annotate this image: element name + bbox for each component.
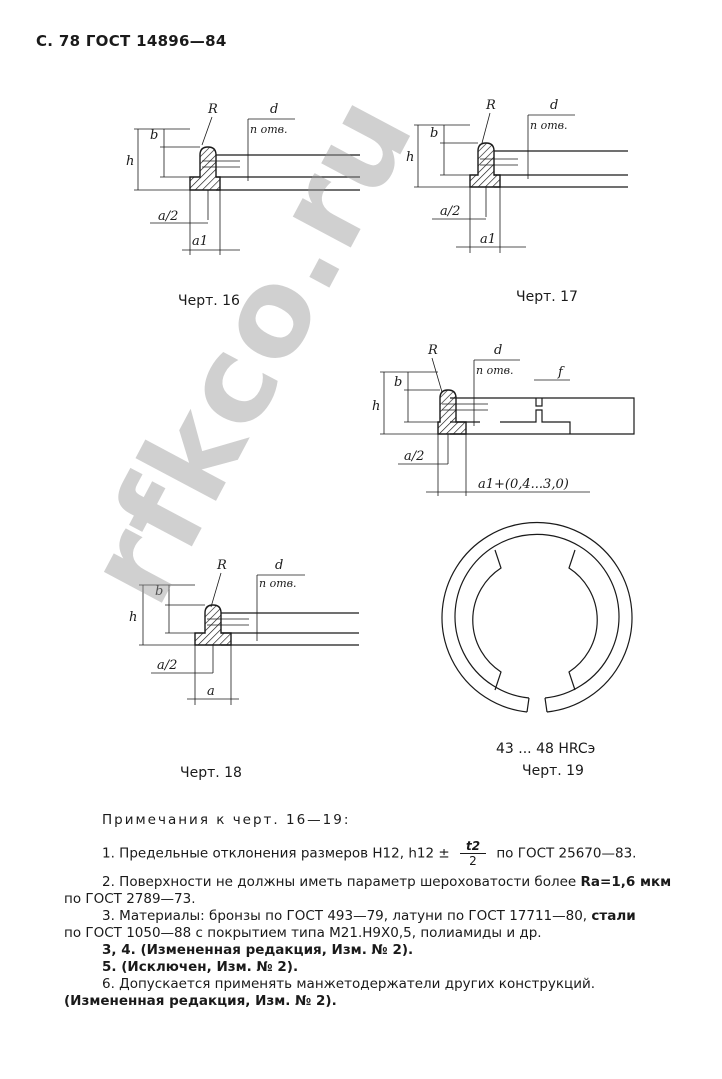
note-1-suffix: по ГОСТ 25670—83. (496, 845, 637, 862)
notes-block: Примечания к черт. 16—19: 1. Предельные … (64, 812, 704, 1010)
fig16-label-notv: n omв. (250, 123, 288, 136)
fig16-caption: Черт. 16 (178, 293, 240, 309)
fig17-label-notv: n omв. (530, 119, 568, 132)
notes-title: Примечания к черт. 16—19: (102, 812, 351, 828)
fig19-caption: Черт. 19 (522, 763, 584, 779)
fig18-label-notv: n omв. (476, 364, 514, 377)
note-1-text: 1. Предельные отклонения размеров H12, h… (102, 845, 450, 862)
figure-18: R d n omв. f h b a/2 a1+(0,4...3,0) (372, 343, 635, 496)
fig18-label-f: f (557, 365, 565, 380)
fig17-label-d: d (550, 98, 558, 113)
fig18b-label-d: d (275, 558, 283, 573)
fig18b-label-a-half: a/2 (157, 658, 177, 673)
figure-16: R d n omв. h b a/2 a1 (126, 102, 360, 255)
fig16-label-b: b (150, 128, 158, 143)
figure-19-ring (441, 521, 633, 713)
figure-18-section: R d n omв. h b a/2 a (129, 558, 359, 705)
fig18b-label-R: R (216, 558, 227, 573)
note-3: 3. Материалы: бронзы по ГОСТ 493—79, лат… (64, 908, 704, 925)
fig16-label-h: h (126, 154, 134, 169)
note-1: 1. Предельные отклонения размеров H12, h… (64, 839, 704, 868)
fig19-hardness: 43 ... 48 HRCэ (496, 741, 596, 757)
fig17-caption: Черт. 17 (516, 289, 578, 305)
figure-17: R d n omв. h b a/2 a1 (406, 98, 628, 253)
fig16-label-a-half: a/2 (158, 209, 178, 224)
note-7: (Измененная редакция, Изм. № 2). (64, 993, 337, 1009)
fig18b-label-h: h (129, 610, 137, 625)
page-header: С. 78 ГОСТ 14896—84 (36, 32, 227, 50)
fig17-label-b: b (430, 126, 438, 141)
fig18b-label-a: a (207, 684, 215, 699)
fig17-label-a1: a1 (480, 232, 496, 247)
fig16-label-a1: a1 (192, 234, 208, 249)
note-5: 5. (Исключен, Изм. № 2). (102, 959, 299, 975)
fig17-label-h: h (406, 150, 414, 165)
fig18-label-b: b (394, 375, 402, 390)
note-2-text: 2. Поверхности не должны иметь параметр … (102, 874, 577, 890)
note-1-numerator: t2 (459, 839, 487, 854)
fig18-label-a-half: a/2 (404, 449, 424, 464)
note-2-cont: по ГОСТ 2789—73. (64, 891, 196, 907)
note-3-cont: по ГОСТ 1050—88 с покрытием типа М21.Н9Х… (64, 925, 542, 941)
fig18-label-h: h (372, 399, 380, 414)
fig16-label-R: R (207, 102, 218, 117)
note-2: 2. Поверхности не должны иметь параметр … (64, 874, 704, 891)
fig18-label-a1-tol: a1+(0,4...3,0) (478, 477, 569, 492)
fig18-label-d: d (494, 343, 502, 358)
fig17-label-R: R (485, 98, 496, 113)
fig18-label-R: R (427, 343, 438, 358)
note-6: 6. Допускается применять манжетодержател… (102, 976, 596, 992)
note-4: 3, 4. (Измененная редакция, Изм. № 2). (102, 942, 414, 958)
fig16-label-d: d (270, 102, 278, 117)
fig18b-label-notv: n omв. (259, 577, 297, 590)
fig17-label-a-half: a/2 (440, 204, 460, 219)
note-3-steel: стали (591, 908, 636, 924)
note-1-denominator: 2 (469, 854, 477, 868)
note-3-text: 3. Материалы: бронзы по ГОСТ 493—79, лат… (102, 908, 588, 924)
note-1-fraction: t2 2 (459, 839, 487, 868)
fig18b-label-b: b (155, 584, 163, 599)
note-2-ra: Ra=1,6 мкм (580, 874, 672, 890)
fig18-caption: Черт. 18 (180, 765, 242, 781)
